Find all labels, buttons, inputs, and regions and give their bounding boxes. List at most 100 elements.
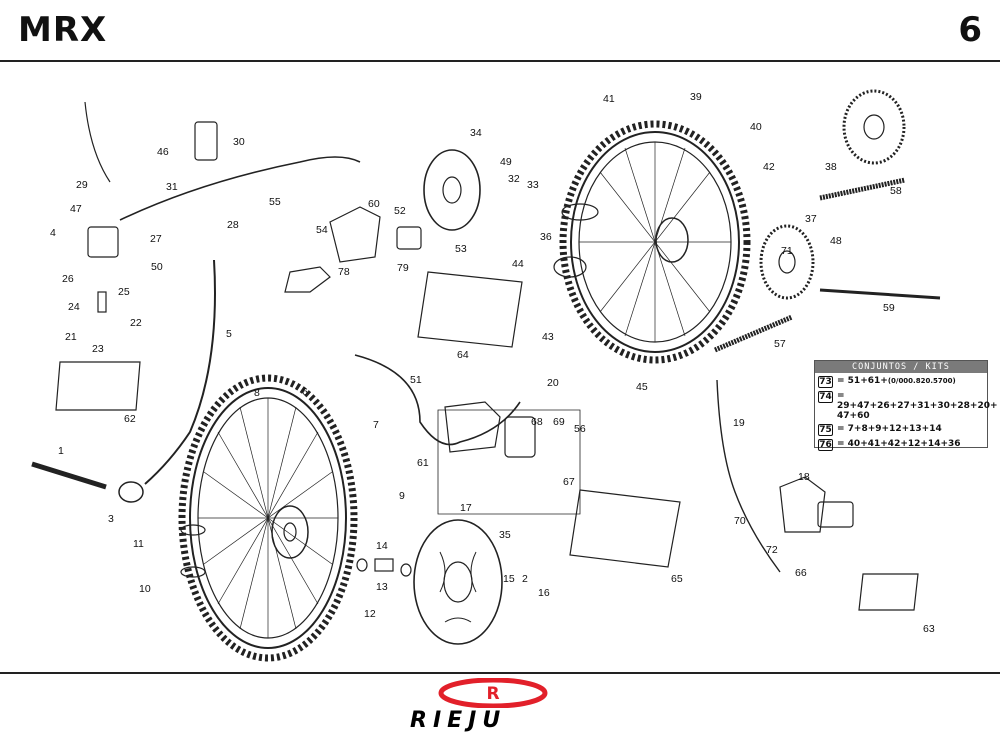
brand-logo: R RIEJU <box>398 677 588 733</box>
kit-note: (0/000.820.5700) <box>887 377 956 385</box>
callout-16: 16 <box>538 587 550 599</box>
callout-52: 52 <box>394 205 406 217</box>
front-brake-hose <box>119 156 361 221</box>
rear-caliper-bracket <box>444 401 501 453</box>
kit-id: 73 <box>818 376 833 388</box>
rear-sprocket <box>759 224 815 300</box>
callout-12: 12 <box>364 608 376 620</box>
kit-formula: = 51+61+(0/000.820.5700) <box>837 376 956 386</box>
kit-formula: = 40+41+42+12+14+36 <box>837 439 961 449</box>
svg-text:R: R <box>486 684 499 704</box>
callout-43: 43 <box>542 331 554 343</box>
callout-3: 3 <box>108 513 114 525</box>
callout-50: 50 <box>151 261 163 273</box>
callout-54: 54 <box>316 224 328 236</box>
kit-id: 74 <box>818 391 833 403</box>
seal-12b <box>400 563 412 577</box>
callout-51: 51 <box>410 374 422 386</box>
callout-57: 57 <box>774 338 786 350</box>
kit-62-frame <box>55 361 141 411</box>
callout-39: 39 <box>690 91 702 103</box>
callout-33: 33 <box>527 179 539 191</box>
callout-38: 38 <box>825 161 837 173</box>
brake-reservoir <box>194 121 218 161</box>
callout-32: 32 <box>508 173 520 185</box>
callout-18: 18 <box>798 471 810 483</box>
speedometer-cable <box>144 259 216 485</box>
kit-63-frame <box>858 573 919 611</box>
front-axle <box>31 461 107 490</box>
caliper-72 <box>779 476 826 533</box>
master-cylinder <box>87 226 119 258</box>
callout-65: 65 <box>671 573 683 585</box>
chain-57 <box>714 314 793 353</box>
rear-axle <box>819 288 941 300</box>
rear-brake-hose <box>354 354 521 446</box>
callout-48: 48 <box>830 235 842 247</box>
kit-row: 76 = 40+41+42+12+14+36 <box>815 436 987 451</box>
speedometer-drive <box>118 481 144 503</box>
kit-formula: = 29+47+26+27+31+30+28+20+ 47+60 <box>837 391 998 421</box>
kit-row: 73 = 51+61+(0/000.820.5700) <box>815 373 987 388</box>
callout-5: 5 <box>226 328 232 340</box>
callout-72: 72 <box>766 544 778 556</box>
callout-64: 64 <box>457 349 469 361</box>
callout-47: 47 <box>70 203 82 215</box>
callout-40: 40 <box>750 121 762 133</box>
callout-45: 45 <box>636 381 648 393</box>
header-divider <box>0 60 1000 62</box>
chain-58 <box>819 177 906 201</box>
brake-switch-wire <box>84 101 111 183</box>
kits-table-title: CONJUNTOS / KITS <box>815 361 987 373</box>
callout-49: 49 <box>500 156 512 168</box>
kits-table: CONJUNTOS / KITS 73 = 51+61+(0/000.820.5… <box>814 360 998 451</box>
kit-64-frame <box>417 271 523 348</box>
callout-labels: 1 2 3 4 5 6 7 8 9 10 11 12 13 14 15 16 1… <box>50 91 935 635</box>
callout-69: 69 <box>553 416 565 428</box>
rear-brake-disc <box>423 149 481 231</box>
front-caliper <box>396 226 422 250</box>
kit-row: 75 = 7+8+9+12+13+14 <box>815 421 987 436</box>
callout-20: 20 <box>547 377 559 389</box>
callout-31: 31 <box>166 181 178 193</box>
front-brake-disc <box>413 519 503 645</box>
callout-44: 44 <box>512 258 524 270</box>
callout-6: 6 <box>302 386 308 398</box>
callout-8: 8 <box>254 387 260 399</box>
callout-56: 56 <box>574 423 586 435</box>
callout-79: 79 <box>397 262 409 274</box>
callout-61: 61 <box>417 457 429 469</box>
callout-53: 53 <box>455 243 467 255</box>
callout-41: 41 <box>603 93 615 105</box>
kit-61-frame <box>437 409 581 515</box>
kit-formula: = 7+8+9+12+13+14 <box>837 424 942 434</box>
kit-id: 75 <box>818 424 833 436</box>
callout-1: 1 <box>58 445 64 457</box>
callout-78: 78 <box>338 266 350 278</box>
callout-36: 36 <box>540 231 552 243</box>
cable-19 <box>716 379 781 573</box>
callout-2: 2 <box>522 573 528 585</box>
callout-59: 59 <box>883 302 895 314</box>
callout-19: 19 <box>733 417 745 429</box>
footer-divider <box>0 672 1000 674</box>
callout-9: 9 <box>399 490 405 502</box>
spacer-13 <box>374 558 394 572</box>
seal-12a <box>356 558 368 572</box>
kit-id: 76 <box>818 439 833 451</box>
page-title: MRX <box>18 10 108 50</box>
callout-66: 66 <box>795 567 807 579</box>
callout-4: 4 <box>50 227 56 239</box>
callout-46: 46 <box>157 146 169 158</box>
callout-23: 23 <box>92 343 104 355</box>
callout-58: 58 <box>890 185 902 197</box>
callout-11: 11 <box>133 538 144 550</box>
callout-62: 62 <box>124 413 136 425</box>
callout-27: 27 <box>150 233 162 245</box>
callout-34: 34 <box>470 127 482 139</box>
callout-67: 67 <box>563 476 575 488</box>
callout-22: 22 <box>130 317 142 329</box>
rear-wheel <box>553 120 751 364</box>
callout-17: 17 <box>460 502 472 514</box>
callout-63: 63 <box>923 623 935 635</box>
